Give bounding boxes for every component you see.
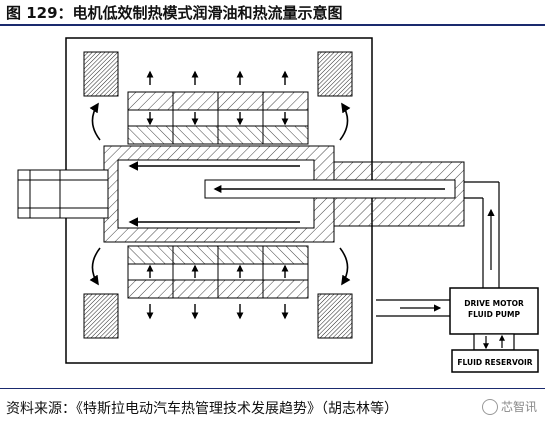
stator-stack-top <box>127 91 309 145</box>
end-winding-bottom-left <box>83 293 119 339</box>
bottom-rule <box>0 388 545 389</box>
pump-label-line1: DRIVE MOTOR <box>464 299 524 308</box>
stator-flow-arrows-top <box>146 70 289 126</box>
end-winding-top-right <box>317 51 353 97</box>
end-winding-bottom-right <box>317 293 353 339</box>
source-note: 资料来源：《特斯拉电动汽车热管理技术发展趋势》（胡志林等） <box>6 401 398 417</box>
return-line <box>376 299 450 317</box>
end-cavity-flow-arrows <box>89 102 351 286</box>
fluid-reservoir <box>451 349 539 373</box>
watermark-text: 芯智讯 <box>500 400 537 414</box>
reservoir-pipes <box>473 333 515 351</box>
end-winding-top-left <box>83 51 119 97</box>
wechat-icon <box>481 398 498 415</box>
stator-stack-bottom <box>127 245 309 299</box>
watermark: 芯智讯 <box>481 398 537 415</box>
supply-line <box>464 181 500 290</box>
bore-flow-arrows <box>128 161 445 227</box>
pump-label-line2: FLUID PUMP <box>468 310 520 319</box>
top-rule <box>0 24 545 26</box>
drive-motor-fluid-pump <box>449 287 539 335</box>
rotor-shaft <box>17 145 465 243</box>
figure-caption: 图 129：电机低效制热模式润滑油和热流量示意图 <box>6 4 343 22</box>
stator-flow-arrows-bottom <box>146 264 289 320</box>
reservoir-label: FLUID RESERVOIR <box>457 358 532 367</box>
